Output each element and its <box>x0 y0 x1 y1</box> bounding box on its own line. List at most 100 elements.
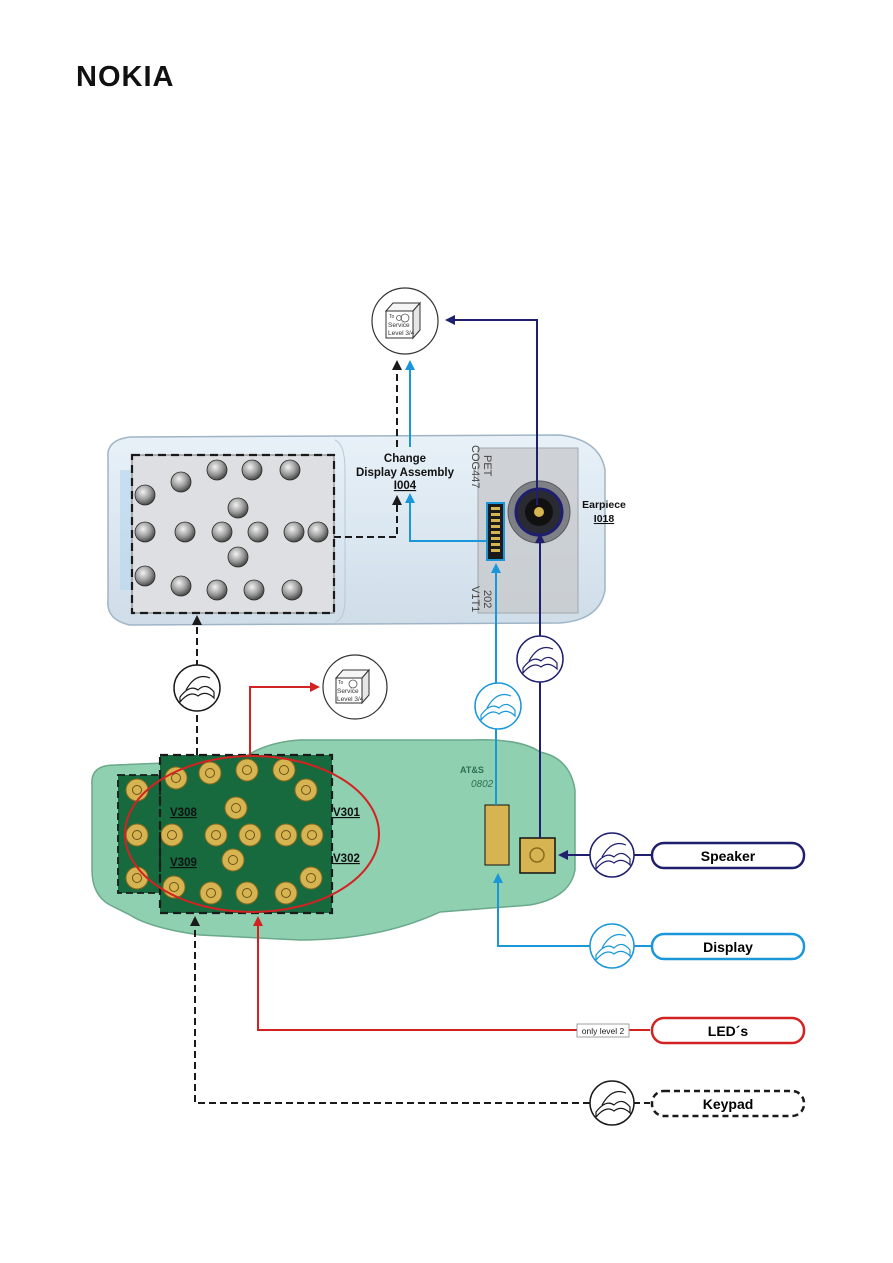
keypad-line <box>190 916 590 1104</box>
keypad-pad <box>125 866 149 890</box>
keypad-pad-center <box>228 855 238 865</box>
keypad-pad <box>224 796 248 820</box>
leds-pill: LED´s <box>650 1016 806 1045</box>
keypad-pad <box>125 778 149 802</box>
keypad-pad <box>125 823 149 847</box>
nokia-logo: NOKIA <box>76 61 174 93</box>
keypad-pad <box>221 848 245 872</box>
keypad-pad-center <box>231 803 241 813</box>
keypad-pad-center <box>281 830 291 840</box>
keypad-pad-center <box>167 830 177 840</box>
led-label-v302: V302 <box>333 853 360 865</box>
keypad-pad-center <box>242 765 252 775</box>
service-box-line1: To <box>389 314 395 320</box>
keypad-hole <box>283 521 305 543</box>
led-area-ellipse <box>124 755 380 913</box>
keypad-hole <box>281 579 303 601</box>
keypad-hole <box>247 521 269 543</box>
keypad-hole <box>279 459 301 481</box>
service-manual-icon <box>516 635 564 683</box>
keypad-pad-center <box>205 768 215 778</box>
earpiece-code: I018 <box>594 513 615 525</box>
keypad-pad <box>235 758 259 782</box>
keypad-pad-center <box>306 873 316 883</box>
assembly-line2: Display Assembly <box>356 467 455 479</box>
led-line <box>253 916 650 1031</box>
keypad-pad-center <box>169 882 179 892</box>
display-to-assembly-line <box>405 493 487 542</box>
keypad-pads <box>125 758 324 905</box>
service-level-node-led: To Service Level 3/4 <box>322 654 388 720</box>
keypad-hole <box>134 521 156 543</box>
leds-label: LED´s <box>708 1023 749 1039</box>
service-manual-icon <box>589 832 635 878</box>
keypad-pad <box>160 823 184 847</box>
keypad-hole <box>206 459 228 481</box>
keypad-to-assembly-line <box>334 495 402 538</box>
keypad-hole <box>227 497 249 519</box>
service-box-line3: Level 3/4 <box>388 330 415 337</box>
keypad-hole <box>241 459 263 481</box>
service-box-line3: Level 3/4 <box>337 696 364 703</box>
keypad-hole <box>206 579 228 601</box>
keypad-hole <box>170 471 192 493</box>
keypad-hole <box>170 575 192 597</box>
service-manual-icon <box>173 664 221 712</box>
keypad-pad-center <box>245 830 255 840</box>
keypad-hole <box>227 546 249 568</box>
display-label: Display <box>703 939 753 955</box>
marking-v1t1: V1T1 <box>469 586 481 612</box>
keypad-holes <box>134 459 329 601</box>
service-box-line2: Service <box>388 322 410 329</box>
cog-marking: COG447 <box>469 445 481 488</box>
assembly-line1: Change <box>384 453 426 465</box>
keypad-pad <box>294 778 318 802</box>
keypad-pad-center <box>171 773 181 783</box>
keypad-pad <box>204 823 228 847</box>
keypad-pill: Keypad <box>650 1089 806 1118</box>
led-label-v309: V309 <box>170 857 197 869</box>
service-manual-icon <box>589 923 635 969</box>
pcb-marking-code: 0802 <box>471 779 494 790</box>
pet-marking: PET <box>481 455 493 477</box>
keypad-pad <box>199 881 223 905</box>
keypad-pad-center <box>211 830 221 840</box>
keypad-pad <box>299 866 323 890</box>
keypad-pad <box>274 823 298 847</box>
box-icon <box>384 301 422 340</box>
keypad-hole <box>174 521 196 543</box>
marking-202: 202 <box>481 590 493 608</box>
keypad-hole <box>211 521 233 543</box>
keypad-pad <box>274 881 298 905</box>
keypad-pad <box>238 823 262 847</box>
assembly-code: I004 <box>394 480 417 492</box>
keypad-pad-center <box>132 785 142 795</box>
keypad-pad <box>164 766 188 790</box>
keypad-pad-center <box>301 785 311 795</box>
service-box-line2: Service <box>337 688 359 695</box>
keypad-pad-center <box>281 888 291 898</box>
led-to-service-line <box>249 682 320 755</box>
display-line <box>493 873 590 947</box>
keypad-pad-center <box>279 765 289 775</box>
service-level-node-top: To Service Level 3/4 <box>371 287 439 355</box>
keypad-pad <box>198 761 222 785</box>
display-connector-pins <box>491 507 500 552</box>
keypad-pad <box>272 758 296 782</box>
display-pill: Display <box>650 932 806 961</box>
pcb-board: AT&S 0802 <box>91 739 576 941</box>
keypad-pad-center <box>132 873 142 883</box>
keypad-hole <box>134 565 156 587</box>
earpiece <box>507 480 571 544</box>
keypad-pad-center <box>242 888 252 898</box>
speaker-label: Speaker <box>701 848 756 864</box>
box-icon <box>334 668 371 705</box>
led-label-v301: V301 <box>333 807 360 819</box>
only-level-2-note: only level 2 <box>576 1023 630 1038</box>
keypad-pad-center <box>307 830 317 840</box>
front-cover-assembly: PET COG447 202 V1T1 <box>107 434 606 626</box>
keypad-pad <box>300 823 324 847</box>
keypad-pad-center <box>132 830 142 840</box>
only-level-2-text: only level 2 <box>582 1026 625 1036</box>
